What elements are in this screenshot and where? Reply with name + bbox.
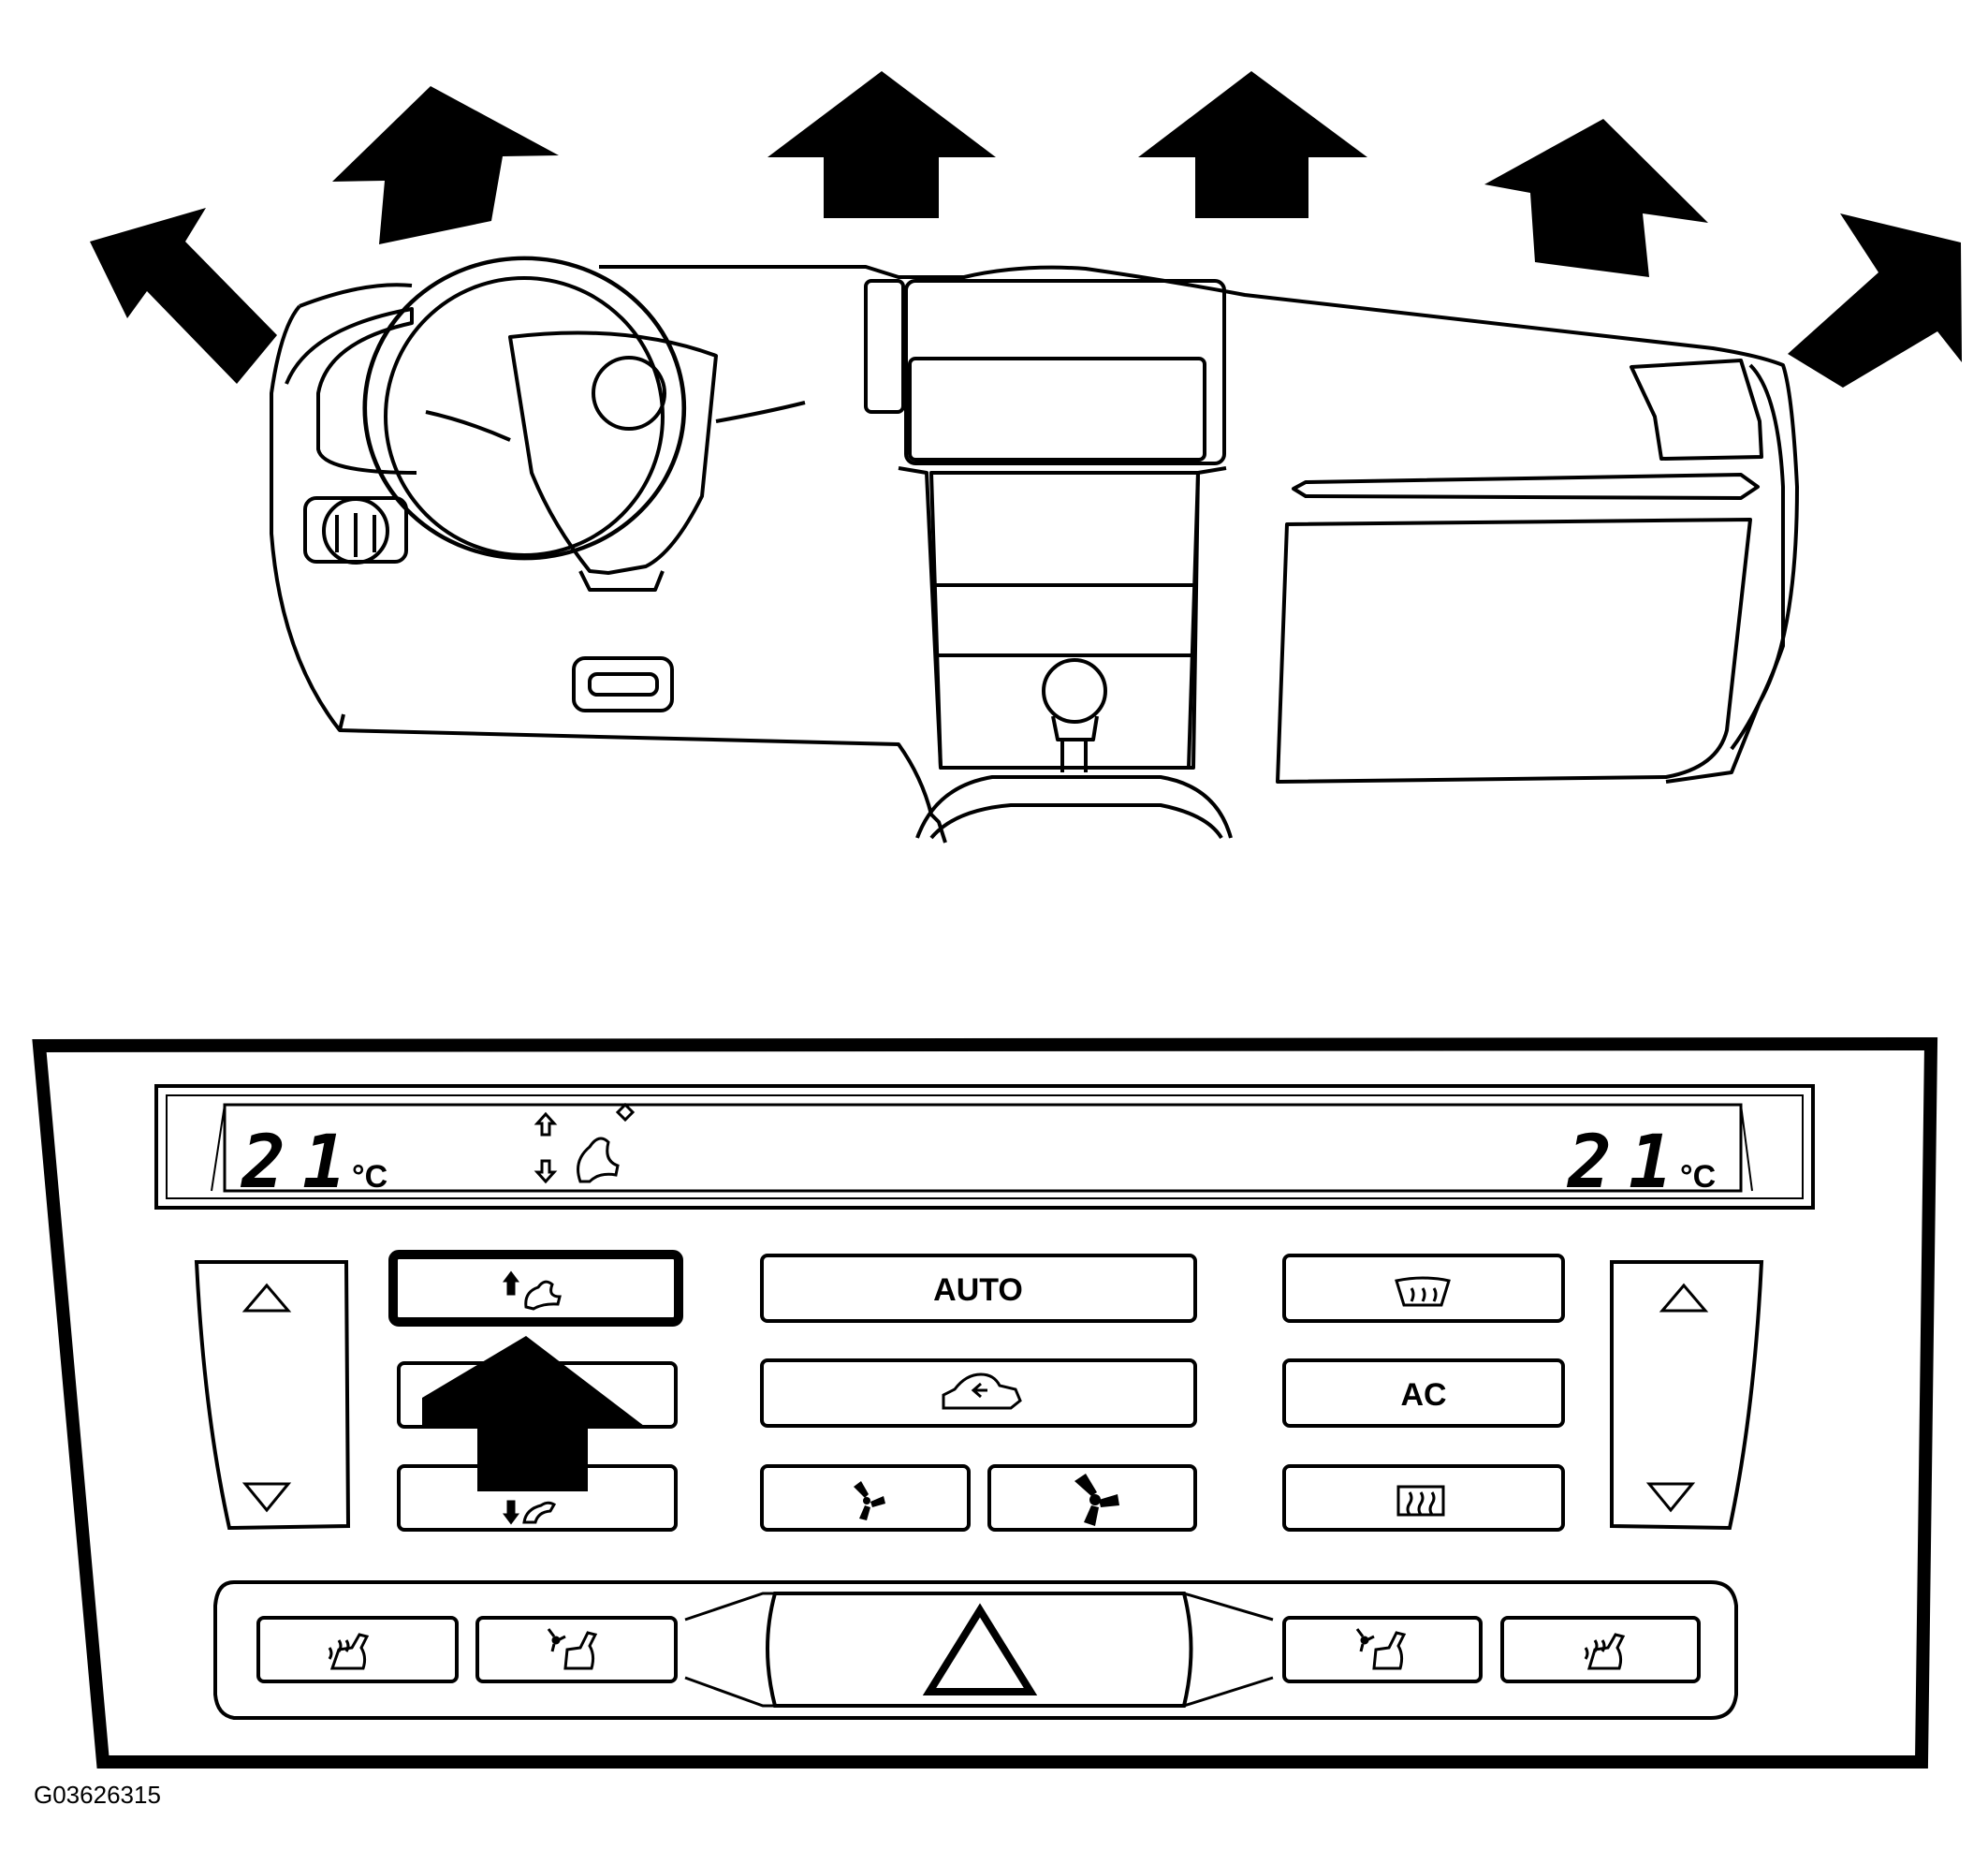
bottom-row-frame [213, 1580, 1738, 1720]
center-stack-panel [929, 471, 1200, 770]
airflow-arrow-center-left [767, 71, 996, 218]
left-temperature-unit: °C [352, 1159, 387, 1195]
dashboard-drawing [270, 256, 1799, 844]
center-display-housing [904, 279, 1226, 465]
steering-wheel-hub [508, 330, 718, 575]
ac-label: AC [1400, 1377, 1446, 1413]
steering-wheel-spoke-right [715, 401, 806, 423]
seat-ventilation-icon [547, 1628, 598, 1670]
fan-high-button[interactable] [987, 1464, 1197, 1532]
lcd-edge-left [211, 1104, 226, 1192]
steering-wheel-spoke-left [425, 410, 511, 442]
fan-low-icon [854, 1481, 885, 1520]
auto-button[interactable]: AUTO [760, 1254, 1197, 1323]
lcd-bezel-inner [166, 1094, 1804, 1199]
indicator-arrow [422, 1336, 644, 1491]
windshield-defrost-icon [1395, 1276, 1451, 1307]
left-seat-heat-button[interactable] [256, 1616, 459, 1683]
windshield-defrost-button[interactable] [1282, 1254, 1565, 1323]
right-temperature-readout: 21 [1566, 1121, 1689, 1205]
shift-boot [1051, 715, 1099, 741]
hazard-triangle-icon [922, 1603, 1038, 1695]
lower-left-vent-slot [588, 672, 659, 697]
lower-left-vent [572, 656, 674, 712]
dashboard-left-pod [285, 307, 417, 475]
auto-label: AUTO [933, 1272, 1023, 1308]
right-temp-up-icon[interactable] [1659, 1283, 1709, 1313]
seat-ventilation-icon-right [1355, 1628, 1407, 1670]
left-temp-up-icon[interactable] [241, 1283, 292, 1313]
ac-button[interactable]: AC [1282, 1358, 1565, 1428]
right-seat-heat-button[interactable] [1500, 1616, 1701, 1683]
rear-window-defrost-icon [1396, 1485, 1445, 1517]
lcd-screen [223, 1103, 1743, 1193]
glovebox-outline [1276, 518, 1752, 784]
airflow-arrow-left [332, 86, 559, 244]
recirculation-car-icon [942, 1372, 1022, 1410]
lcd-display: 21 °C 21 °C [154, 1084, 1815, 1210]
airflow-up-button[interactable] [388, 1250, 683, 1327]
airflow-arrow-far-right [1788, 213, 1962, 388]
figure-id: G03626315 [34, 1781, 161, 1809]
left-temp-rocker[interactable] [194, 1260, 351, 1531]
dashboard-right-outline [1730, 363, 1785, 751]
panel-outer-frame [32, 1036, 1938, 1769]
downward-airflow-icon [503, 1500, 557, 1525]
airflow-arrows [90, 71, 1962, 388]
right-seat-vent-button[interactable] [1282, 1616, 1483, 1683]
left-temperature-readout: 21 [240, 1121, 363, 1205]
airflow-arrow-right [1484, 119, 1708, 277]
lcd-bezel [154, 1084, 1815, 1210]
airflow-arrow-center-right [1138, 71, 1367, 218]
recirculation-button[interactable] [760, 1358, 1197, 1428]
steering-wheel-outer [362, 256, 687, 561]
upward-airflow-icon [503, 1270, 562, 1311]
center-vent-left [864, 279, 905, 414]
center-stack-lines [936, 583, 1196, 657]
right-temperature-unit: °C [1680, 1159, 1716, 1195]
steering-wheel-center [592, 356, 666, 431]
dashboard-top-edge [299, 265, 1799, 784]
center-stack-sides [898, 466, 1227, 769]
light-switch-detail [335, 513, 376, 557]
left-temp-down-icon[interactable] [241, 1482, 292, 1513]
light-switch-knob [322, 497, 389, 565]
fan-high-icon [1074, 1474, 1119, 1526]
seat-heater-icon [328, 1633, 370, 1670]
seat-heater-icon-right [1584, 1633, 1626, 1670]
shift-lever [1060, 740, 1088, 772]
right-temp-down-icon[interactable] [1645, 1482, 1696, 1513]
climate-control-panel: 21 °C 21 °C [32, 1036, 1938, 1769]
fan-low-button[interactable] [760, 1464, 971, 1532]
shift-knob [1042, 658, 1107, 724]
center-display [908, 357, 1206, 462]
hazard-button[interactable] [766, 1592, 1193, 1708]
steering-wheel-rim [384, 276, 665, 557]
center-console [915, 775, 1233, 840]
lcd-edge-right [1740, 1104, 1753, 1192]
right-temp-rocker[interactable] [1610, 1260, 1764, 1531]
airflow-arrow-far-left [90, 208, 277, 384]
lcd-airflow-indicator-icon [534, 1102, 636, 1184]
left-seat-vent-button[interactable] [475, 1616, 678, 1683]
steering-column-base [578, 570, 665, 592]
passenger-vent [1630, 359, 1763, 461]
dashboard-outline [270, 304, 947, 844]
passenger-trim-strip [1292, 473, 1760, 500]
rear-defrost-button[interactable] [1282, 1464, 1565, 1532]
